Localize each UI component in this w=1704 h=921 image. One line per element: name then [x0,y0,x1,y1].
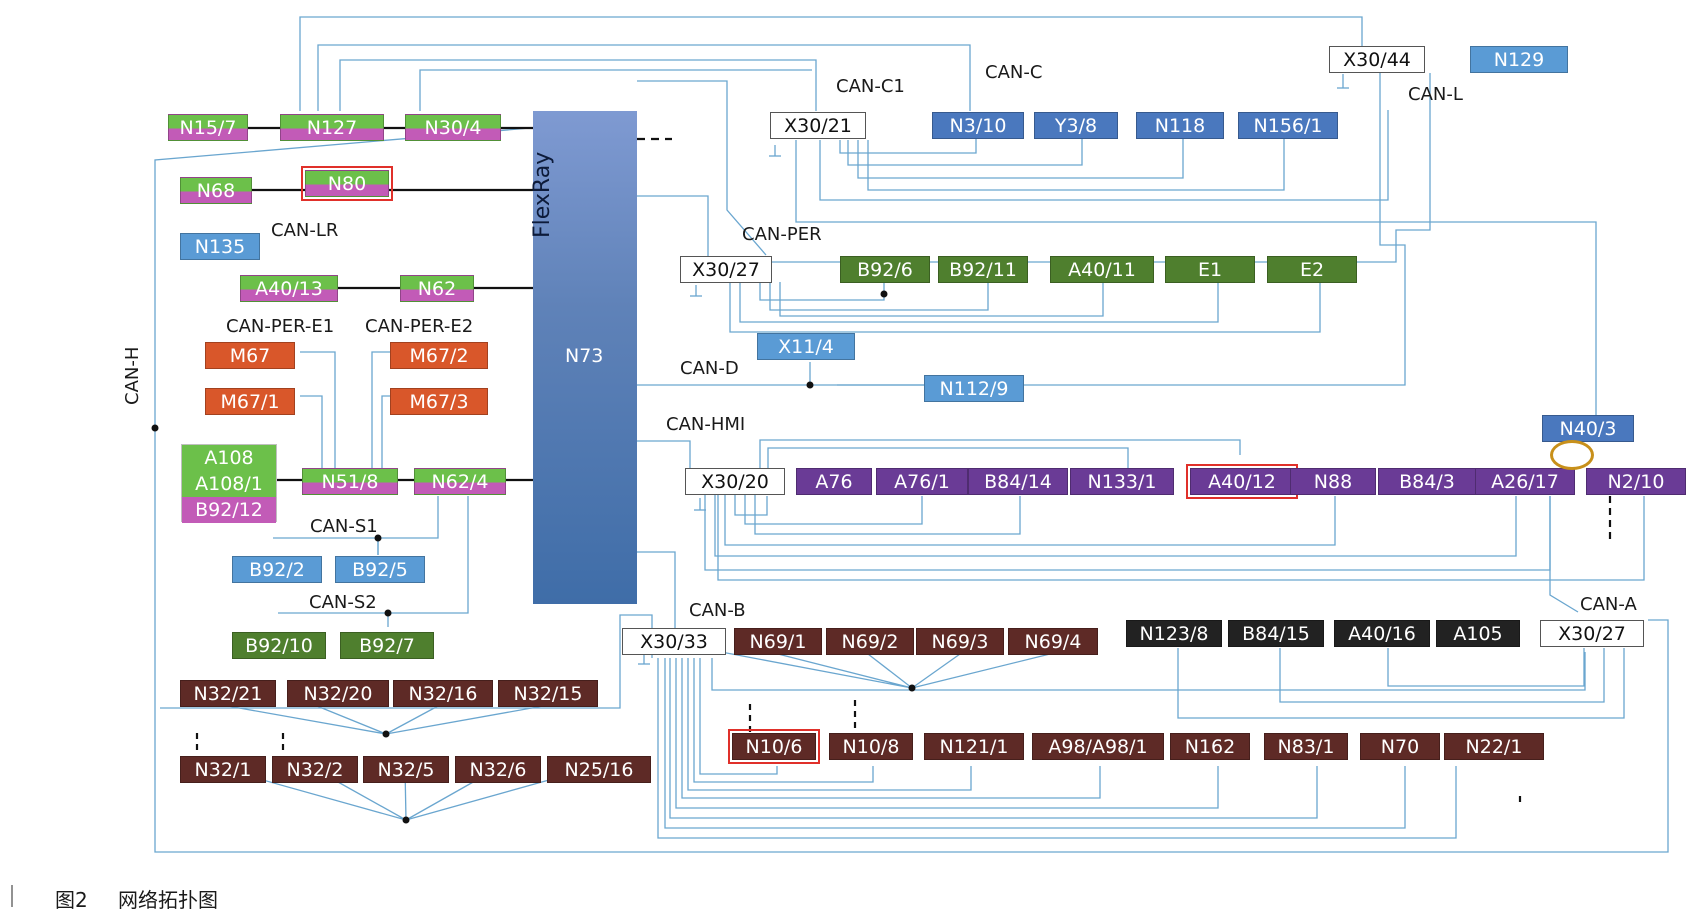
node-a26-17: A26/17 [1475,468,1575,495]
node-a98-a98-1: A98/A98/1 [1032,733,1164,760]
node-e1: E1 [1165,256,1255,283]
bus-label-can-per-e1: CAN-PER-E1 [226,316,335,337]
node-n2-10: N2/10 [1586,468,1686,495]
node-b92-5: B92/5 [335,556,425,583]
node-n32-6: N32/6 [455,756,541,783]
node-n69-1: N69/1 [734,628,822,655]
bus-label-can-hmi: CAN-HMI [666,414,746,435]
node-n25-16: N25/16 [547,756,651,783]
node-a76: A76 [796,468,872,495]
node-n3-10: N3/10 [932,112,1024,139]
figure-title: 网络拓扑图 [118,888,218,912]
node-n32-15: N32/15 [498,680,598,707]
node-a40-11: A40/11 [1050,256,1154,283]
node-n69-2: N69/2 [826,628,914,655]
bus-label-can-h: CAN-H [122,346,143,405]
node-n62-4: N62/4 [414,468,506,495]
gateway-n73-label: N73 [565,345,604,367]
bus-label-can-c: CAN-C [985,62,1043,83]
node-x30-27: X30/27 [680,256,772,283]
node-b84-14: B84/14 [968,468,1068,495]
node-n32-1: N32/1 [180,756,266,783]
bus-label-can-per-e2: CAN-PER-E2 [365,316,474,337]
node-n22-1: N22/1 [1444,733,1544,760]
node-b92-12: B92/12 [182,497,276,523]
bus-label-can-d: CAN-D [680,358,739,379]
bus-label-can-l: CAN-L [1408,84,1463,105]
node-y3-8: Y3/8 [1034,112,1118,139]
bus-label-can-a: CAN-A [1580,594,1637,615]
node-n32-5: N32/5 [363,756,449,783]
highlight-ring [1550,440,1594,470]
node-m67-3: M67/3 [390,388,488,415]
node-b84-15: B84/15 [1228,620,1324,647]
node-m67: M67 [205,342,295,369]
node-n80: N80 [301,166,393,201]
bus-label-can-s2: CAN-S2 [309,592,377,613]
node-x30-27: X30/27 [1540,620,1644,647]
node-n32-16: N32/16 [393,680,493,707]
node-n10-6: N10/6 [728,729,820,764]
node-e2: E2 [1267,256,1357,283]
node-n32-20: N32/20 [287,680,389,707]
node-n69-3: N69/3 [916,628,1004,655]
node-x30-20: X30/20 [685,468,785,495]
bus-label-can-per: CAN-PER [742,224,822,245]
node-m67-1: M67/1 [205,388,295,415]
node-a108-1: A108/1 [182,471,276,497]
node-n156-1: N156/1 [1238,112,1338,139]
node-n123-8: N123/8 [1126,620,1222,647]
bus-label-can-lr: CAN-LR [271,220,339,241]
node-b92-7: B92/7 [340,632,434,659]
node-n68: N68 [180,177,252,204]
node-b92-11: B92/11 [938,256,1028,283]
node-n32-21: N32/21 [180,680,276,707]
node-b84-3: B84/3 [1378,468,1476,495]
node-a40-12: A40/12 [1186,464,1298,499]
node-n162: N162 [1170,733,1250,760]
node-n70: N70 [1360,733,1440,760]
node-m67-2: M67/2 [390,342,488,369]
node-a76-1: A76/1 [876,468,968,495]
node-n30-4: N30/4 [405,114,501,141]
node-n10-8: N10/8 [829,733,913,760]
node-n112-9: N112/9 [924,375,1024,402]
node-n40-3: N40/3 [1542,415,1634,442]
node-n133-1: N133/1 [1070,468,1174,495]
node-b92-2: B92/2 [232,556,322,583]
node-n121-1: N121/1 [924,733,1024,760]
figure-number: 图2 [55,888,88,912]
node-n51-8: N51/8 [302,468,398,495]
flexray-backbone [533,111,637,604]
node-n69-4: N69/4 [1008,628,1098,655]
node-n32-2: N32/2 [272,756,358,783]
node-b92-6: B92/6 [840,256,930,283]
node-n15-7: N15/7 [168,114,248,141]
node-n127: N127 [280,114,384,141]
node-n135: N135 [180,233,260,260]
node-n83-1: N83/1 [1264,733,1348,760]
bus-label-can-c1: CAN-C1 [836,76,905,97]
bus-label-can-b: CAN-B [689,600,746,621]
node-a108: A108 [182,445,276,471]
ecu-stack-a108: A108 A108/1 B92/12 [181,444,277,523]
node-x30-44: X30/44 [1329,46,1425,73]
flexray-label: FlexRay [530,151,555,238]
node-n118: N118 [1136,112,1224,139]
node-x11-4: X11/4 [757,333,855,360]
node-x30-33: X30/33 [622,628,726,655]
bus-label-can-s1: CAN-S1 [310,516,378,537]
node-a40-16: A40/16 [1334,620,1430,647]
node-x30-21: X30/21 [770,112,866,139]
node-n129: N129 [1470,46,1568,73]
node-a40-13: A40/13 [240,275,338,302]
node-n62: N62 [400,275,474,302]
node-n88: N88 [1290,468,1376,495]
node-b92-10: B92/10 [232,632,326,659]
node-a105: A105 [1436,620,1520,647]
